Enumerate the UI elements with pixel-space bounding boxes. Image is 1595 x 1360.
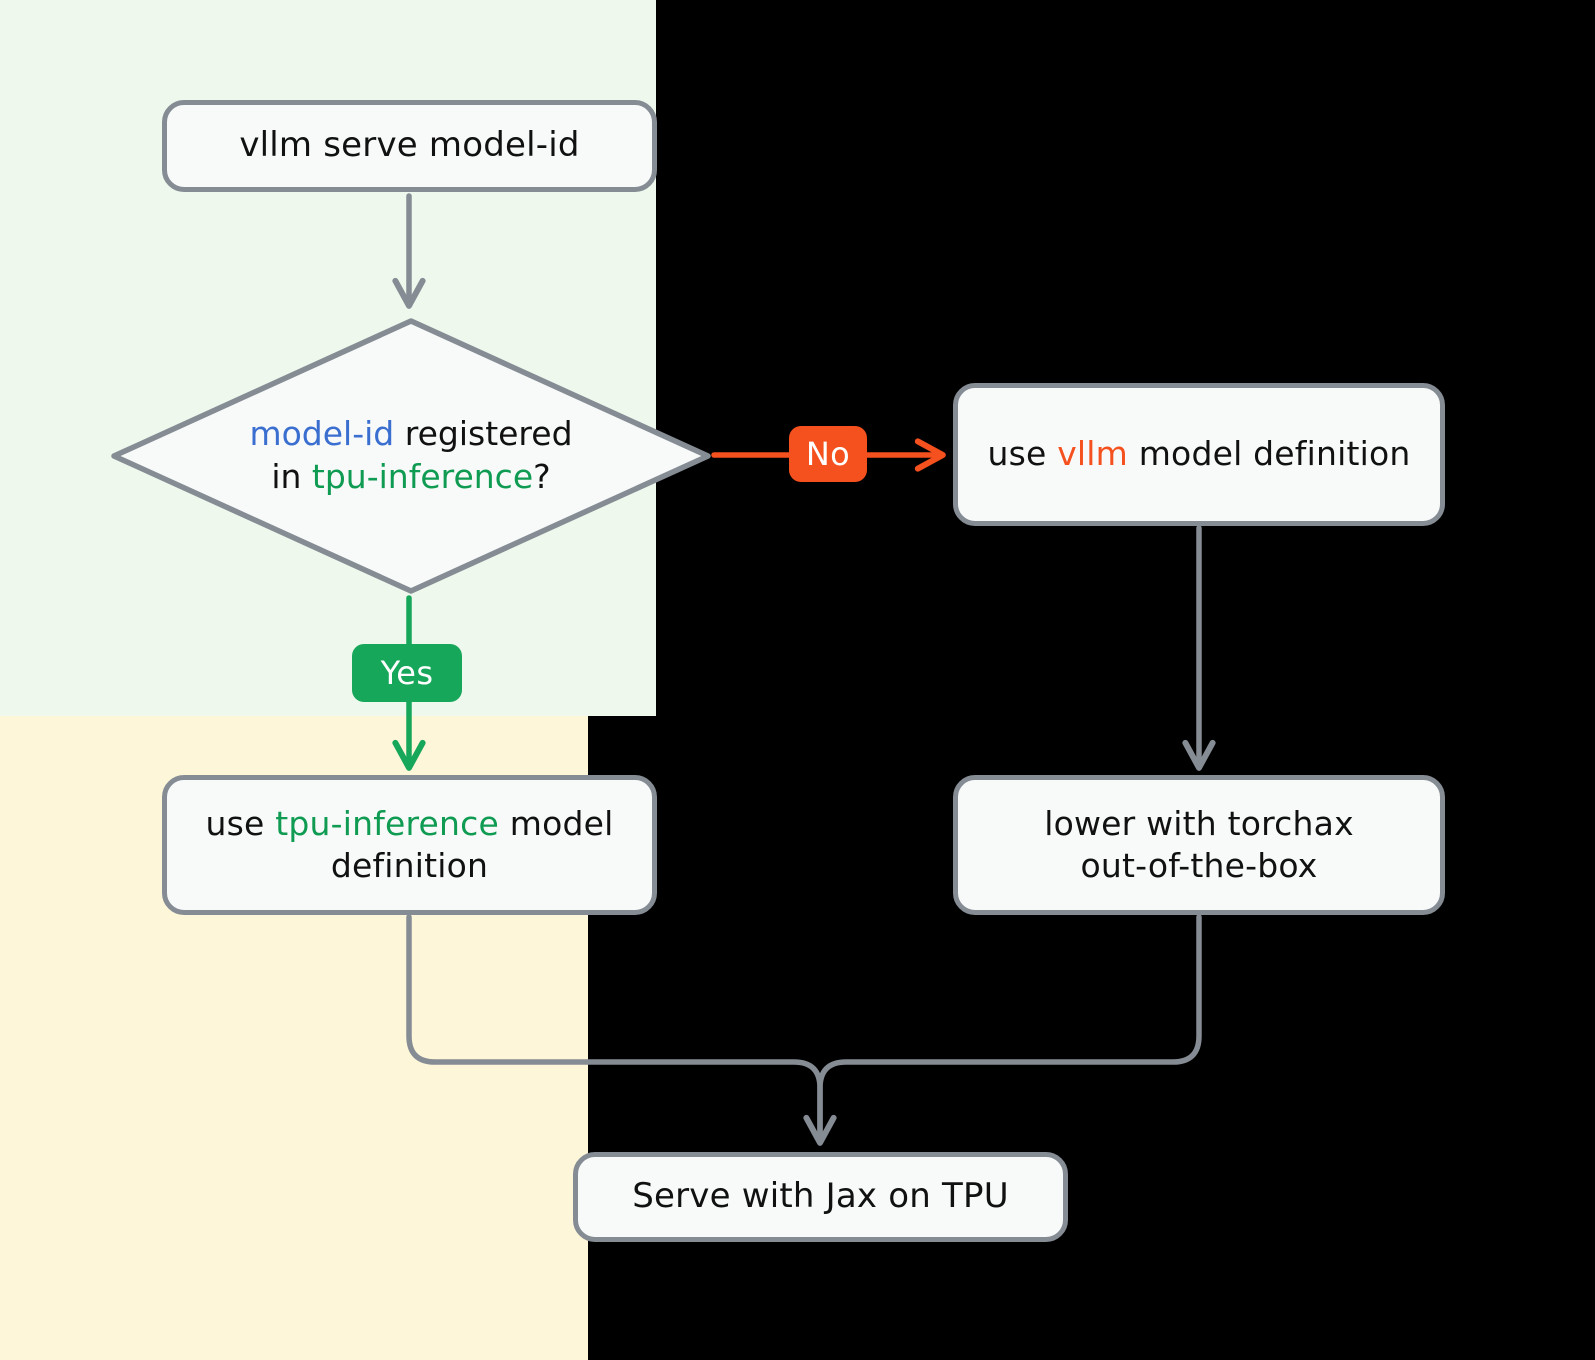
right-second-line1: lower with torchax bbox=[1044, 803, 1354, 843]
node-serve-with-jax-on-tpu[interactable]: Serve with Jax on TPU bbox=[573, 1152, 1068, 1242]
edge-torchax-box-to-merge bbox=[817, 914, 1202, 1143]
edge-label-no: No bbox=[789, 426, 867, 482]
edge-label-yes: Yes bbox=[352, 644, 462, 702]
node-use-vllm-model-definition[interactable]: use vllm model definition bbox=[953, 383, 1445, 526]
node-decision-model-registered[interactable]: model-id registered in tpu-inference? bbox=[108, 315, 714, 597]
node-end-label: Serve with Jax on TPU bbox=[632, 1176, 1009, 1217]
diamond-shape bbox=[111, 318, 711, 594]
edge-label-yes-text: Yes bbox=[380, 654, 434, 692]
left-result-token-tpu-inference: tpu-inference bbox=[275, 803, 500, 843]
right-first-text-model-definition: model definition bbox=[1128, 434, 1411, 474]
node-start-label: vllm serve model-id bbox=[239, 125, 580, 166]
left-result-text-use: use bbox=[205, 803, 276, 843]
node-right-second-label: lower with torchax out-of-the-box bbox=[1044, 803, 1354, 887]
node-left-result-label: use tpu-inference model definition bbox=[185, 803, 634, 887]
node-start-command[interactable]: vllm serve model-id bbox=[162, 100, 657, 192]
right-first-text-use: use bbox=[987, 434, 1058, 474]
node-use-tpu-inference-model-definition[interactable]: use tpu-inference model definition bbox=[162, 775, 657, 915]
node-lower-with-torchax[interactable]: lower with torchax out-of-the-box bbox=[953, 775, 1445, 915]
node-right-first-label: use vllm model definition bbox=[988, 433, 1411, 475]
right-first-token-vllm: vllm bbox=[1057, 434, 1129, 474]
edge-label-no-text: No bbox=[805, 435, 851, 473]
left-result-text-model-definition: model definition bbox=[330, 803, 614, 885]
right-second-line2: out-of-the-box bbox=[1080, 846, 1318, 885]
